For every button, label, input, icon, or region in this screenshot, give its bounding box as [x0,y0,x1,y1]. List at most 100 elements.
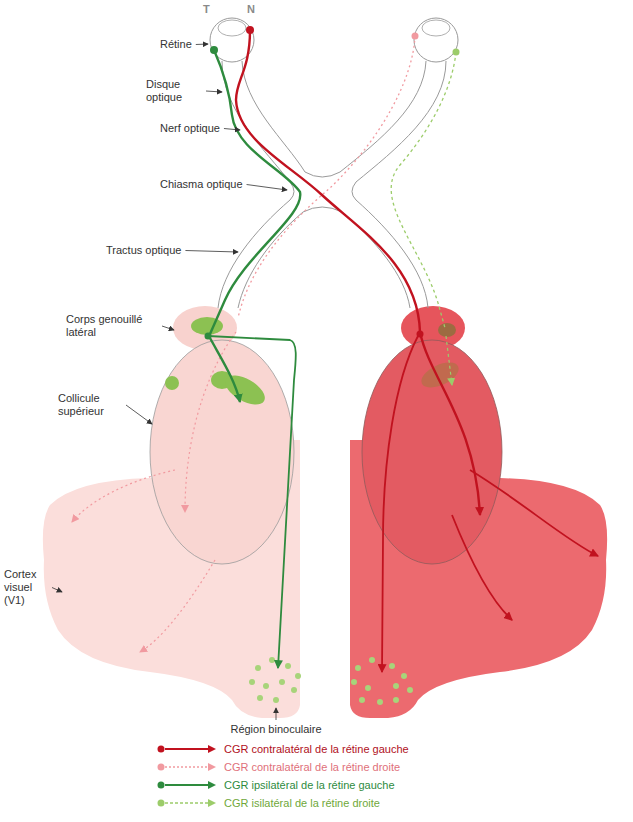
optic-tract-outline [352,182,428,308]
legend-sample-line [165,784,209,786]
dot [295,673,301,679]
dot [377,699,383,705]
structure-label: Disque optique [146,78,202,104]
legend-text: CGR contralatéral de la rétine gauche [224,743,409,755]
legend: CGR contralatéral de la rétine gaucheCGR… [156,740,409,812]
dot [389,663,395,669]
leader-line [276,708,277,720]
leader-line [247,185,287,191]
contralateral-right-axon [140,560,215,652]
structure-label: Nerf optique [160,122,220,135]
ipsi-zone [438,323,456,337]
contralateral-right-axon [185,332,236,512]
dot [291,687,297,693]
right-retina-projections [72,33,460,653]
structure-label: Rétine [160,38,192,51]
legend-sample [156,797,218,809]
legend-sample-line [165,766,209,767]
dot [401,673,407,679]
dot [285,663,291,669]
ipsilateral-left-axon [210,50,300,334]
legend-entry: CGR contralatéral de la rétine gauche [156,740,409,758]
contralateral-left-axon [452,515,512,620]
ipsi-zone [165,376,179,390]
legend-sample-dot [158,782,165,789]
structure-label: Cortex visuel (V1) [4,568,48,607]
left-retina-cell [246,26,254,34]
ipsilateral-right-axon [391,52,456,328]
structure-label: Région binoculaire [230,723,321,736]
legend-sample-arrowhead [208,763,216,771]
left-lens [218,20,246,36]
dot [365,685,371,691]
leader-line [162,326,174,330]
contralateral-left-axon [470,470,598,556]
legend-sample [156,779,218,791]
legend-text: CGR isilatéral de la rétine droite [224,797,380,809]
legend-sample-arrowhead [208,799,216,807]
optic-nerve-outline [340,61,426,172]
leader-line [224,129,240,131]
dot [407,687,413,693]
legend-sample-line [165,748,209,750]
legend-sample-dot [158,764,165,771]
dot [393,697,399,703]
structure-label: Tractus optique [106,244,181,257]
structure-label: Collicule supérieur [58,392,122,418]
ipsi-zone [418,357,463,392]
leader-line [206,91,222,92]
leader-line [196,44,208,46]
dot [355,665,361,671]
eye-side-mark: T [203,3,210,16]
leader-line [126,405,152,424]
ipsilateral-right-axon [446,336,452,385]
leader-line [52,588,62,593]
right-retina-cell [412,33,419,40]
chiasma-outline [305,172,340,177]
dot [369,657,375,663]
structure-label: Chiasma optique [160,178,243,191]
legend-sample-line [165,802,209,803]
structure-label: Corps genouillé latéral [66,313,158,339]
ipsilateral-left-axon [210,338,240,402]
ipsilateral-left-axon [208,336,296,668]
contralateral-right-axon [238,36,415,318]
legend-text: CGR ipsilatéral de la rétine gauche [224,779,395,791]
dot [263,683,269,689]
contralateral-left-axon [236,30,420,332]
relay-node [417,331,424,338]
dot [359,697,365,703]
leader-line [185,251,238,253]
eye-side-mark: N [247,3,255,16]
dot [351,679,357,685]
legend-sample [156,743,218,755]
legend-text: CGR contralatéral de la rétine droite [224,761,400,773]
legend-entry: CGR ipsilatéral de la rétine gauche [156,776,409,794]
optic-tract-outline [238,212,303,308]
right-eye [414,18,458,62]
contralateral-right-axon [72,470,175,522]
legend-sample-dot [158,746,165,753]
dot [269,657,275,663]
hemispheres [43,306,607,718]
dot [255,665,261,671]
ipsilateral-zones [165,317,462,411]
dot [273,697,279,703]
dot [393,683,399,689]
contralateral-left-axon [420,332,480,515]
left-retina-projections [205,26,599,672]
legend-sample-arrowhead [208,745,216,753]
ipsi-zone [191,317,223,335]
contralateral-left-axon [382,336,418,672]
legend-sample-arrowhead [208,781,216,789]
ipsi-zone [220,369,269,410]
legend-sample [156,761,218,773]
right-retina-cell [453,49,460,56]
left-superior-colliculus [150,340,294,564]
left-retina-cell [210,46,218,54]
legend-sample-dot [158,800,165,807]
dot [257,695,263,701]
dot [279,679,285,685]
relay-node [205,333,212,340]
